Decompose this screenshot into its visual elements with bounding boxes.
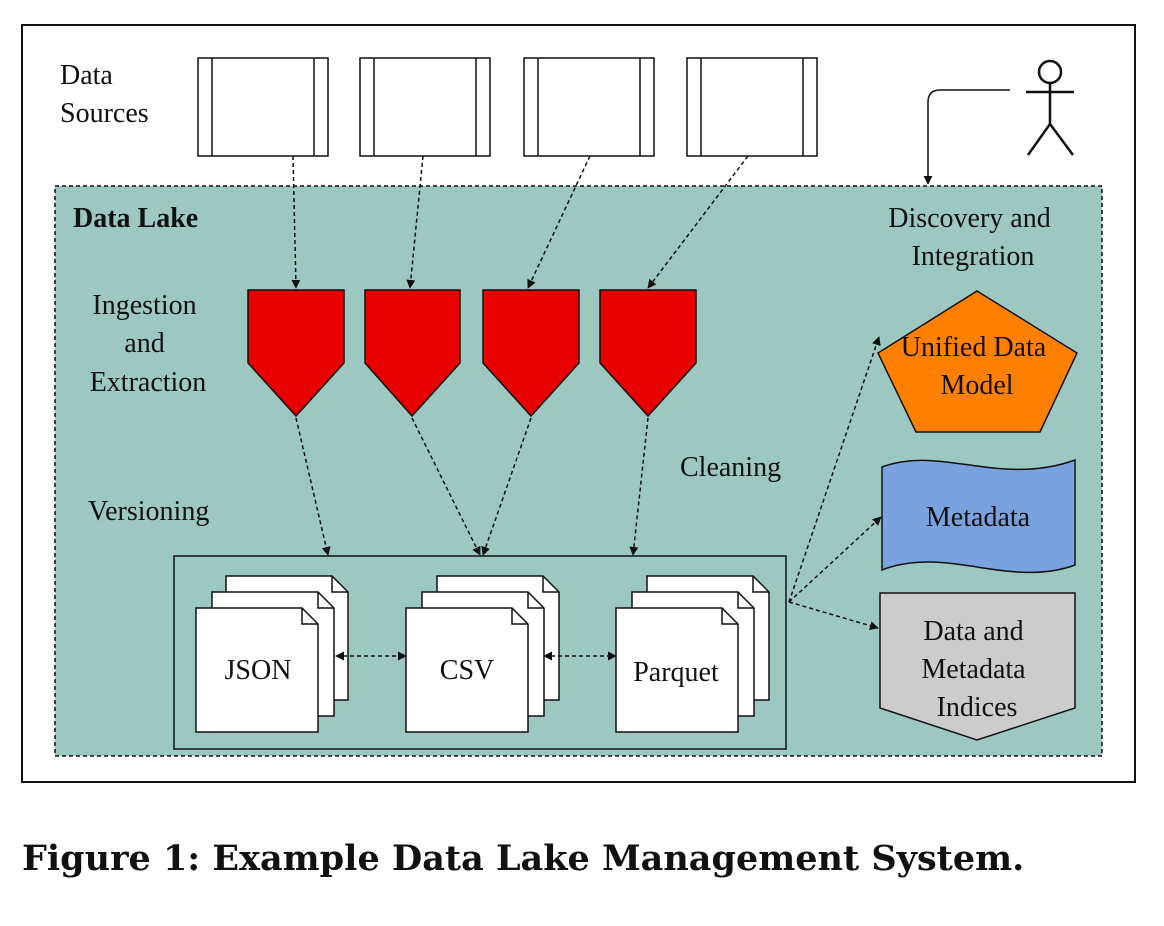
ingestion-shape-4 bbox=[599, 289, 697, 418]
indices-line-1: Data and bbox=[923, 616, 1023, 647]
ingestion-line-2: and bbox=[124, 328, 164, 359]
csv-doc-stack bbox=[405, 575, 560, 733]
user-icon bbox=[1026, 59, 1075, 156]
data-sources-line-1: Data bbox=[60, 60, 113, 91]
indices-line-3: Indices bbox=[937, 692, 1018, 723]
indices-label: Data and Metadata Indices bbox=[921, 616, 1032, 723]
csv-label: CSV bbox=[440, 655, 494, 686]
data-source-3 bbox=[523, 57, 655, 157]
metadata-label: Metadata bbox=[926, 502, 1031, 533]
data-lake-label: Data Lake bbox=[73, 203, 198, 234]
metadata-shape bbox=[881, 458, 1076, 574]
source-to-ingestion-arrows bbox=[291, 155, 749, 289]
json-label: JSON bbox=[225, 655, 292, 686]
ingestion-label: Ingestion and Extraction bbox=[90, 290, 207, 398]
data-sources-label: Data Sources bbox=[60, 60, 149, 129]
parquet-label: Parquet bbox=[633, 657, 719, 688]
indices-line-2: Metadata bbox=[921, 654, 1026, 685]
ingestion-shape-1 bbox=[247, 289, 345, 418]
unified-data-model-shape bbox=[877, 290, 1078, 433]
discovery-line-2: Integration bbox=[912, 241, 1035, 272]
json-doc-stack bbox=[195, 575, 349, 733]
storage-box bbox=[173, 555, 787, 750]
discovery-line-1: Discovery and bbox=[888, 203, 1051, 234]
ingestion-shape-3 bbox=[482, 289, 580, 418]
unified-data-model-label: Unified Data Model bbox=[901, 332, 1053, 401]
storage-to-discovery-arrows bbox=[788, 336, 882, 631]
cleaning-label: Cleaning bbox=[680, 452, 781, 483]
user-query-arrow bbox=[923, 89, 1010, 185]
data-source-2 bbox=[359, 57, 491, 157]
data-lake-diagram: Data Sources Data Lake Ingestion and Ext… bbox=[21, 24, 1136, 783]
ingestion-line-3: Extraction bbox=[90, 367, 207, 398]
discovery-label: Discovery and Integration bbox=[888, 203, 1058, 272]
data-sources-line-2: Sources bbox=[60, 98, 149, 129]
data-source-1 bbox=[197, 57, 329, 157]
ingestion-to-storage-arrows bbox=[295, 417, 649, 556]
parquet-doc-stack bbox=[615, 575, 770, 733]
versioning-label: Versioning bbox=[88, 496, 209, 527]
data-source-4 bbox=[686, 57, 818, 157]
indices-shape bbox=[879, 592, 1076, 741]
figure-caption: Figure 1: Example Data Lake Management S… bbox=[22, 838, 1025, 879]
ingestion-line-1: Ingestion bbox=[92, 290, 196, 321]
unified-line-2: Model bbox=[940, 370, 1013, 401]
unified-line-1: Unified Data bbox=[901, 332, 1047, 363]
ingestion-shape-2 bbox=[364, 289, 461, 418]
